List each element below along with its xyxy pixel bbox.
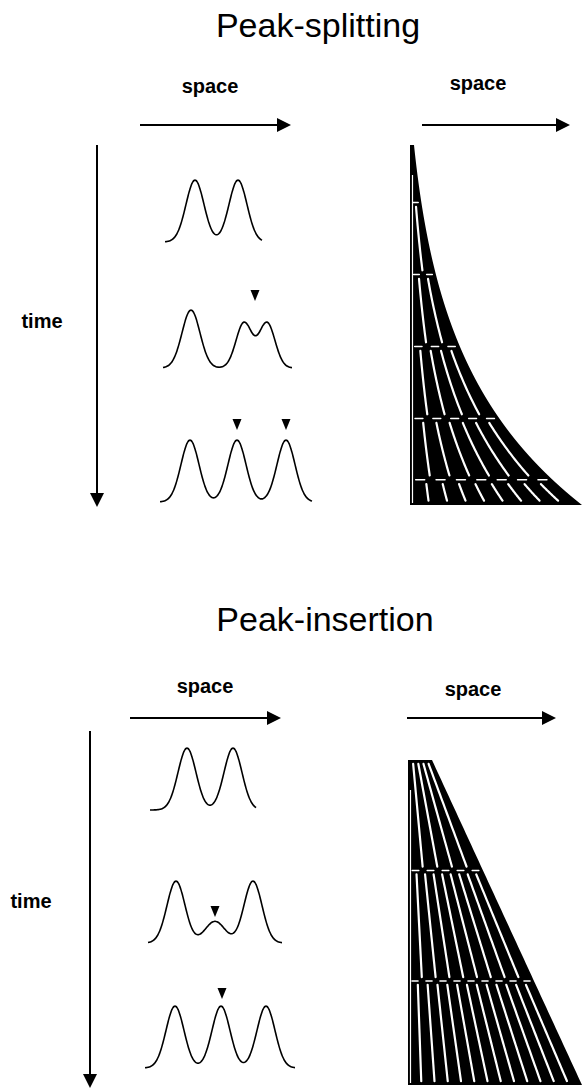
axis-label: space <box>445 678 502 700</box>
concentration-profile <box>165 180 262 242</box>
axis-arrow <box>407 711 556 725</box>
peak-marker <box>233 419 242 430</box>
splitting-kymograph <box>410 145 582 505</box>
concentration-profile <box>163 310 292 368</box>
panel-title: Peak-insertion <box>216 601 433 638</box>
insertion-kymograph <box>408 760 582 1085</box>
concentration-profile <box>160 440 312 502</box>
axis-arrow <box>140 118 291 132</box>
axis-arrow <box>90 145 104 507</box>
axis-label: time <box>10 890 51 912</box>
axis-arrow <box>83 731 97 1088</box>
concentration-profile <box>148 881 282 943</box>
concentration-profile <box>145 1006 295 1068</box>
axis-label: space <box>182 75 239 97</box>
peak-marker <box>211 906 220 917</box>
peak-marker <box>251 290 260 301</box>
axis-arrow <box>130 711 281 725</box>
axis-label: space <box>177 675 234 697</box>
axis-label: space <box>450 72 507 94</box>
peak-marker <box>218 988 227 999</box>
peak-marker <box>282 419 291 430</box>
axis-label: time <box>21 310 62 332</box>
panel-title: Peak-splitting <box>216 7 420 44</box>
axis-arrow <box>422 118 570 132</box>
concentration-profile <box>150 748 256 810</box>
